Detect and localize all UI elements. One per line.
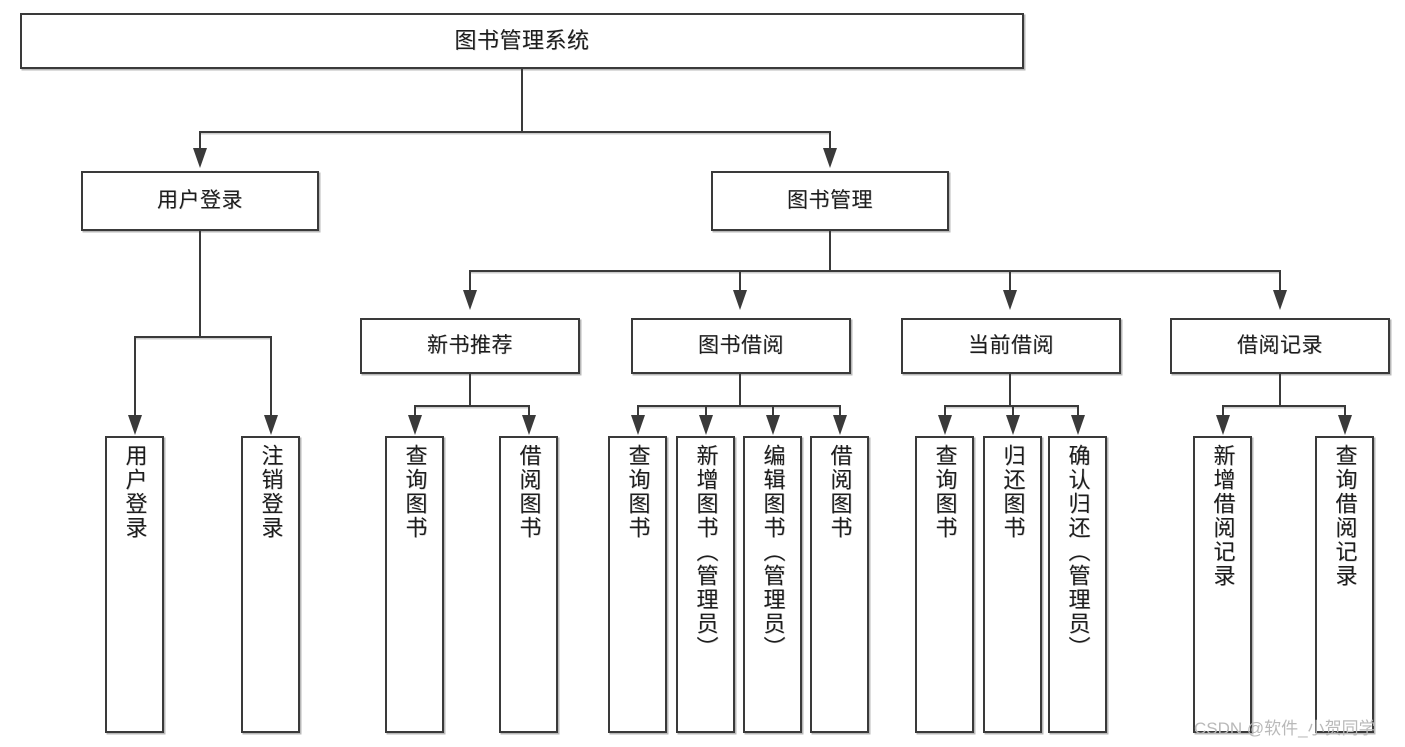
connector-book-borrow-stem [739,374,741,406]
leaf-borrow-book-recommend[interactable]: 借阅图书 [499,436,558,733]
leaf-query-book-borrow[interactable]: 查询图书 [608,436,667,733]
connector-cb-leaf-1 [944,405,946,418]
connector-user-login-stem [199,231,201,337]
connector-new-book-stem [469,374,471,406]
arrow-leaf-borrow-book-bb [833,415,847,435]
connector-borrow-record-stem [1279,374,1281,406]
leaf-label: 新增图书（管理员） [693,444,719,660]
leaf-label: 查询图书 [402,444,428,540]
arrow-to-new-book-recommend [463,290,477,310]
connector-bb-leaf-3 [772,405,774,418]
connector-user-login-leaf-2 [270,336,272,418]
leaf-edit-book-admin[interactable]: 编辑图书（管理员） [743,436,802,733]
node-label: 当前借阅 [968,334,1054,358]
arrow-to-borrow-record [1273,290,1287,310]
connector-root-stem [521,69,523,132]
arrow-to-book-borrow [733,290,747,310]
arrow-leaf-query-book-nb [408,415,422,435]
leaf-query-book-current[interactable]: 查询图书 [915,436,974,733]
leaf-label: 借阅图书 [516,444,542,540]
arrow-leaf-borrow-book-nb [522,415,536,435]
connector-bb-leaf-1 [637,405,639,418]
connector-br-leaf-2 [1344,405,1346,418]
connector-level3-bar [469,270,1281,272]
node-current-borrow[interactable]: 当前借阅 [901,318,1121,374]
leaf-label: 确认归还（管理员） [1065,444,1091,660]
connector-root-bar [199,131,830,133]
connector-current-borrow-bar [944,405,1078,407]
leaf-label: 查询借阅记录 [1332,444,1358,588]
connector-new-book-leaf-2 [528,405,530,418]
arrow-to-current-borrow [1003,290,1017,310]
leaf-label: 查询图书 [625,444,651,540]
connector-current-borrow-stem [1009,374,1011,406]
connector-new-book-bar [414,405,530,407]
leaf-label: 注销登录 [258,444,284,540]
node-borrow-record[interactable]: 借阅记录 [1170,318,1390,374]
leaf-logout[interactable]: 注销登录 [241,436,300,733]
arrow-leaf-confirm-return-cb [1071,415,1085,435]
connector-new-book-leaf-1 [414,405,416,418]
connector-to-current-borrow [1009,270,1011,292]
arrow-leaf-return-book-cb [1006,415,1020,435]
arrow-root-to-user-login [193,148,207,168]
connector-book-manage-stem [829,231,831,271]
connector-root-to-book-manage [829,131,831,151]
leaf-label: 新增借阅记录 [1210,444,1236,588]
node-label: 用户登录 [157,189,243,213]
connector-borrow-record-bar [1222,405,1346,407]
node-label: 图书借阅 [698,334,784,358]
node-label: 新书推荐 [427,334,513,358]
arrow-leaf-query-record [1338,415,1352,435]
node-book-management[interactable]: 图书管理 [711,171,949,231]
leaf-borrow-book-borrow[interactable]: 借阅图书 [810,436,869,733]
connector-bb-leaf-4 [839,405,841,418]
leaf-label: 查询图书 [932,444,958,540]
leaf-confirm-return-admin[interactable]: 确认归还（管理员） [1048,436,1107,733]
arrow-leaf-logout [264,415,278,435]
arrow-leaf-add-book-bb [699,415,713,435]
connector-to-book-borrow [739,270,741,292]
node-label: 借阅记录 [1237,334,1323,358]
leaf-label: 归还图书 [1000,444,1026,540]
arrow-leaf-query-book-cb [938,415,952,435]
leaf-label: 编辑图书（管理员） [760,444,786,660]
node-book-borrow[interactable]: 图书借阅 [631,318,851,374]
connector-cb-leaf-2 [1012,405,1014,418]
connector-to-borrow-record [1279,270,1281,292]
connector-cb-leaf-3 [1077,405,1079,418]
leaf-label: 借阅图书 [827,444,853,540]
connector-bb-leaf-2 [705,405,707,418]
arrow-leaf-add-record [1216,415,1230,435]
arrow-leaf-user-login [128,415,142,435]
connector-br-leaf-1 [1222,405,1224,418]
node-root-library-system[interactable]: 图书管理系统 [20,13,1024,69]
leaf-return-book[interactable]: 归还图书 [983,436,1042,733]
leaf-user-login[interactable]: 用户登录 [105,436,164,733]
node-label: 图书管理系统 [454,27,590,53]
connector-to-new-book [469,270,471,292]
node-user-login[interactable]: 用户登录 [81,171,319,231]
arrow-leaf-query-book-bb [631,415,645,435]
leaf-query-borrow-record[interactable]: 查询借阅记录 [1315,436,1374,733]
connector-book-borrow-bar [637,405,840,407]
arrow-root-to-book-manage [823,148,837,168]
leaf-query-book-recommend[interactable]: 查询图书 [385,436,444,733]
leaf-add-book-admin[interactable]: 新增图书（管理员） [676,436,735,733]
leaf-label: 用户登录 [122,444,148,540]
node-label: 图书管理 [787,189,873,213]
node-new-book-recommend[interactable]: 新书推荐 [360,318,580,374]
connector-user-login-bar [134,336,270,338]
leaf-add-borrow-record[interactable]: 新增借阅记录 [1193,436,1252,733]
connector-user-login-leaf-1 [134,336,136,418]
connector-root-to-user-login [199,131,201,151]
arrow-leaf-edit-book-bb [766,415,780,435]
